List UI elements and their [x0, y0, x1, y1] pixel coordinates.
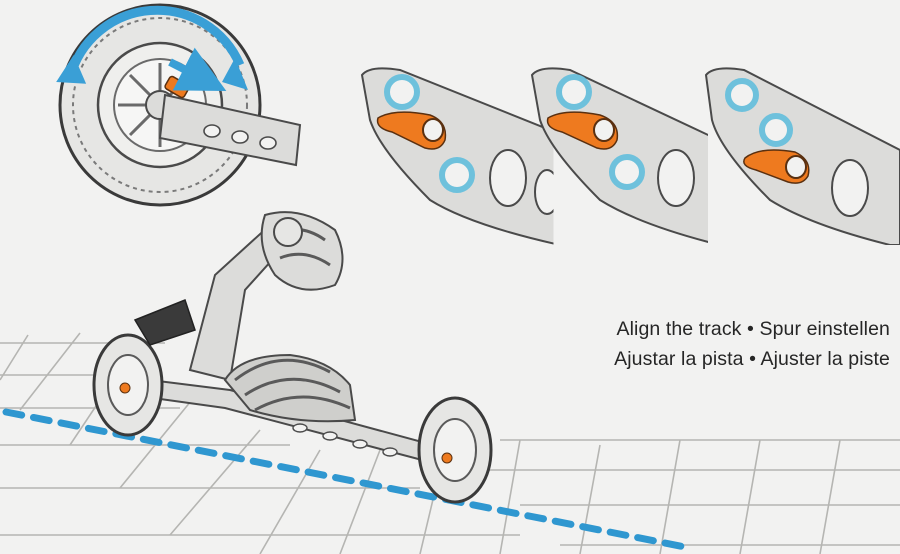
detail-panel-1 — [360, 67, 555, 245]
rotate-arrow-icon — [65, 5, 245, 80]
detail-panel-3 — [704, 67, 900, 245]
caption: Align the track • Spur einstellen Ajusta… — [614, 314, 890, 374]
wheel-inset — [56, 3, 302, 207]
caption-line-1: Align the track • Spur einstellen — [616, 318, 890, 340]
push-arrow-icon — [168, 47, 227, 91]
detail-panel-2 — [530, 67, 708, 243]
caption-line-2: Ajustar la pista • Ajuster la piste — [614, 348, 890, 370]
skate-illustration — [92, 211, 493, 504]
